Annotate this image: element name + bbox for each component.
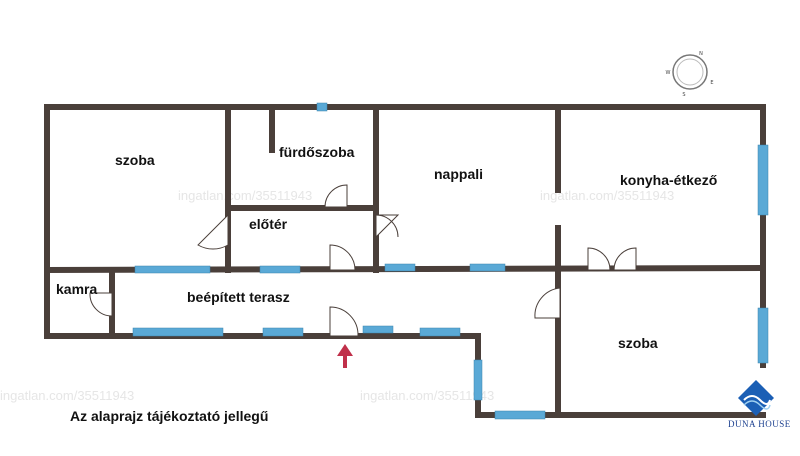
window-terasz-3 <box>362 325 394 334</box>
svg-text:W: W <box>666 70 671 76</box>
window-szoba-bottom <box>134 265 211 274</box>
label-kamra: kamra <box>56 281 97 297</box>
entrance-arrow-icon <box>337 344 353 368</box>
door-szoba <box>197 213 229 250</box>
watermarks: ingatlan.com/35511943 ingatlan.com/35511… <box>0 188 674 403</box>
label-eloter: előtér <box>249 216 288 232</box>
watermark-3: ingatlan.com/35511943 <box>0 388 134 403</box>
window-terasz-1 <box>132 327 224 337</box>
door-szoba-2 <box>534 287 561 319</box>
window-szoba-right <box>757 307 769 364</box>
label-nappali: nappali <box>434 166 483 182</box>
watermark-4: ingatlan.com/35511943 <box>360 388 494 403</box>
doors <box>89 184 637 337</box>
room-labels: szoba fürdőszoba nappali konyha-étkező e… <box>56 144 717 351</box>
door-furdo <box>324 184 348 208</box>
duna-house-logo-icon <box>738 380 774 416</box>
label-furdoszoba: fürdőszoba <box>279 144 355 160</box>
window-terasz-4 <box>419 327 461 337</box>
watermark-1: ingatlan.com/35511943 <box>178 188 312 203</box>
window-nappali-bottom-2 <box>469 263 506 272</box>
watermark-2: ingatlan.com/35511943 <box>540 188 674 203</box>
door-konyha-right <box>613 247 637 271</box>
windows <box>132 102 769 420</box>
door-eloter <box>329 244 356 271</box>
brand-name: DUNA HOUSE <box>728 419 791 429</box>
window-nappali-bottom-1 <box>384 263 416 272</box>
svg-text:S: S <box>682 92 685 98</box>
door-nappali-top <box>375 214 400 239</box>
label-terasz: beépített terasz <box>187 289 290 305</box>
window-top <box>316 102 328 112</box>
window-corridor-side <box>473 359 483 401</box>
window-eloter-bottom <box>259 265 301 274</box>
label-konyha: konyha-étkező <box>620 172 717 188</box>
compass-icon: N W E S <box>666 51 714 98</box>
door-konyha-left <box>587 247 611 271</box>
svg-text:N: N <box>699 51 703 57</box>
window-corridor-bottom <box>494 410 546 420</box>
window-konyha <box>757 144 769 216</box>
disclaimer-note: Az alaprajz tájékoztató jellegű <box>70 408 268 424</box>
duna-house-logo: DUNA HOUSE <box>728 380 791 429</box>
door-entrance <box>329 306 359 337</box>
door-kamra <box>89 292 113 317</box>
label-szoba-1: szoba <box>115 152 155 168</box>
svg-text:E: E <box>710 80 713 86</box>
window-terasz-2 <box>262 327 304 337</box>
label-szoba-2: szoba <box>618 335 658 351</box>
